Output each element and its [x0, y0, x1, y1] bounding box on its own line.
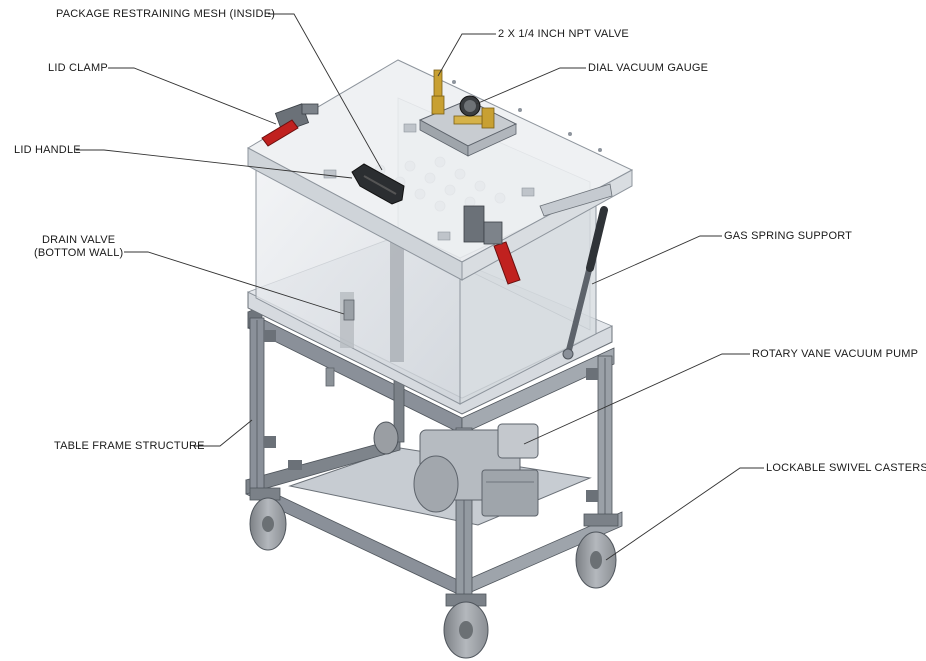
callout-lid-handle: LID HANDLE [14, 144, 81, 156]
callout-lockable-swivel-casters: LOCKABLE SWIVEL CASTERS [766, 462, 926, 474]
callout-dial-vacuum-gauge: DIAL VACUUM GAUGE [588, 62, 709, 74]
leader-dial-gauge [475, 67, 586, 105]
lid-clamp-left [261, 103, 319, 147]
callout-table-frame-structure: TABLE FRAME STRUCTURE [54, 440, 205, 452]
pump-end-cap [413, 455, 459, 513]
leader-table-frame [194, 419, 253, 447]
chamber-lid [246, 59, 634, 281]
leader-mesh [268, 13, 383, 171]
leader-vacuum-pump [523, 353, 750, 445]
callout-rotary-vane-vacuum-pump: ROTARY VANE VACUUM PUMP [752, 348, 919, 360]
lockable-swivel-casters [249, 421, 619, 659]
gas-spring-support [562, 206, 608, 360]
valve-gauge-manifold [418, 69, 518, 157]
leader-lines [76, 13, 764, 561]
drain-valve [325, 299, 355, 387]
lid-handle [351, 163, 405, 205]
leader-npt-valve [437, 33, 496, 77]
npt-valve [431, 69, 495, 129]
caster-left [249, 487, 287, 551]
callout-lid-clamp: LID CLAMP [48, 62, 108, 74]
lid-clamp-right [463, 205, 521, 285]
callout-package-restraining-mesh: PACKAGE RESTRAINING MESH (INSIDE) [56, 8, 276, 20]
caster-front [443, 593, 489, 659]
caster-back [373, 421, 399, 455]
drain-valve-label-line1: DRAIN VALVE [42, 234, 116, 246]
pump-motor-box [481, 469, 539, 517]
leader-casters [605, 467, 764, 561]
leader-lid-handle [76, 149, 353, 179]
callout-gas-spring-support: GAS SPRING SUPPORT [724, 230, 853, 242]
callout-npt-valve: 2 X 1/4 INCH NPT VALVE [498, 28, 629, 40]
caster-right [575, 513, 619, 589]
lower-rail-back-left [245, 437, 401, 495]
leader-gas-spring [591, 235, 722, 285]
leader-lid-clamp [108, 67, 277, 125]
drain-valve-label-line2: (BOTTOM WALL) [34, 247, 124, 259]
leader-drain-valve [124, 251, 345, 315]
callout-drain-valve: DRAIN VALVE (BOTTOM WALL) [34, 234, 123, 260]
rotary-vane-vacuum-pump [413, 423, 539, 517]
dial-vacuum-gauge [459, 95, 481, 117]
